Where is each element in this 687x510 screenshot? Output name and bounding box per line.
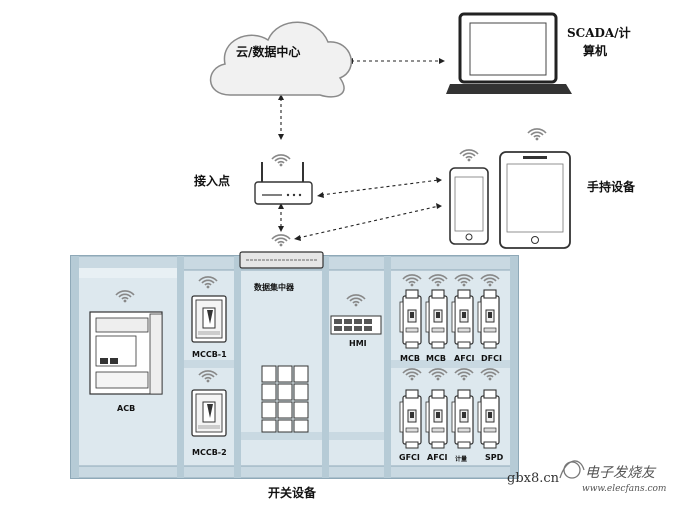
- watermark-site: gbx8.cn: [507, 471, 560, 486]
- top-row-label-4: DFCI: [481, 354, 502, 363]
- top-row-label-3: AFCI: [454, 354, 475, 363]
- breaker-afci-2-icon: [425, 389, 448, 449]
- breaker-afci-icon: [451, 289, 474, 349]
- cloud-label: 云/数据中心: [236, 45, 301, 59]
- breaker-spd-icon: [477, 389, 500, 449]
- router-icon: [254, 162, 313, 205]
- connection-lines: [278, 58, 445, 241]
- breaker-meter-icon: [451, 389, 474, 449]
- wifi-icon: [459, 149, 479, 163]
- access-point-label: 接入点: [194, 174, 231, 188]
- bottom-row-label-4: SPD: [485, 453, 504, 462]
- mccb-1-icon: [191, 295, 227, 343]
- top-row-label-2: MCB: [426, 354, 446, 363]
- bottom-row-label-2: AFCI: [427, 453, 448, 462]
- data-concentrator-icon: [239, 251, 324, 269]
- link-ap-phone: [320, 179, 440, 196]
- top-row-label-1: MCB: [400, 354, 420, 363]
- cloud-shape: [209, 21, 352, 98]
- meter-modules: [261, 365, 309, 433]
- scada-label-line1: SCADA/计: [567, 26, 631, 40]
- breaker-mcb-1-icon: [399, 289, 422, 349]
- bottom-row-label-3: 计量: [455, 456, 468, 463]
- handheld-label: 手持设备: [587, 180, 636, 194]
- breaker-gfci-icon: [399, 389, 422, 449]
- acb-icon: [89, 311, 163, 395]
- wifi-icon: [271, 154, 291, 168]
- wifi-icon: [271, 234, 291, 248]
- phone-icon: [449, 167, 489, 245]
- data-concentrator-label: 数据集中器: [254, 283, 294, 292]
- mccb-1-label: MCCB-1: [192, 350, 227, 359]
- breaker-mcb-2-icon: [425, 289, 448, 349]
- switchgear-label: 开关设备: [268, 486, 317, 500]
- watermark-brand: 电子发烧友: [585, 465, 655, 481]
- breaker-dfci-icon: [477, 289, 500, 349]
- mccb-2-icon: [191, 389, 227, 437]
- laptop-icon: [446, 12, 572, 94]
- elecfans-logo-icon: [559, 460, 585, 479]
- wifi-icon: [527, 128, 547, 142]
- watermark-url: www.elecfans.com: [582, 484, 667, 494]
- hmi-label: HMI: [349, 339, 367, 348]
- scada-label-line2: 算机: [583, 44, 608, 58]
- link-concentrator-phone: [297, 205, 440, 239]
- tablet-icon: [499, 151, 571, 249]
- acb-label: ACB: [117, 404, 136, 413]
- hmi-icon: [330, 315, 382, 335]
- mccb-2-label: MCCB-2: [192, 448, 227, 457]
- bottom-row-label-1: GFCI: [399, 453, 420, 462]
